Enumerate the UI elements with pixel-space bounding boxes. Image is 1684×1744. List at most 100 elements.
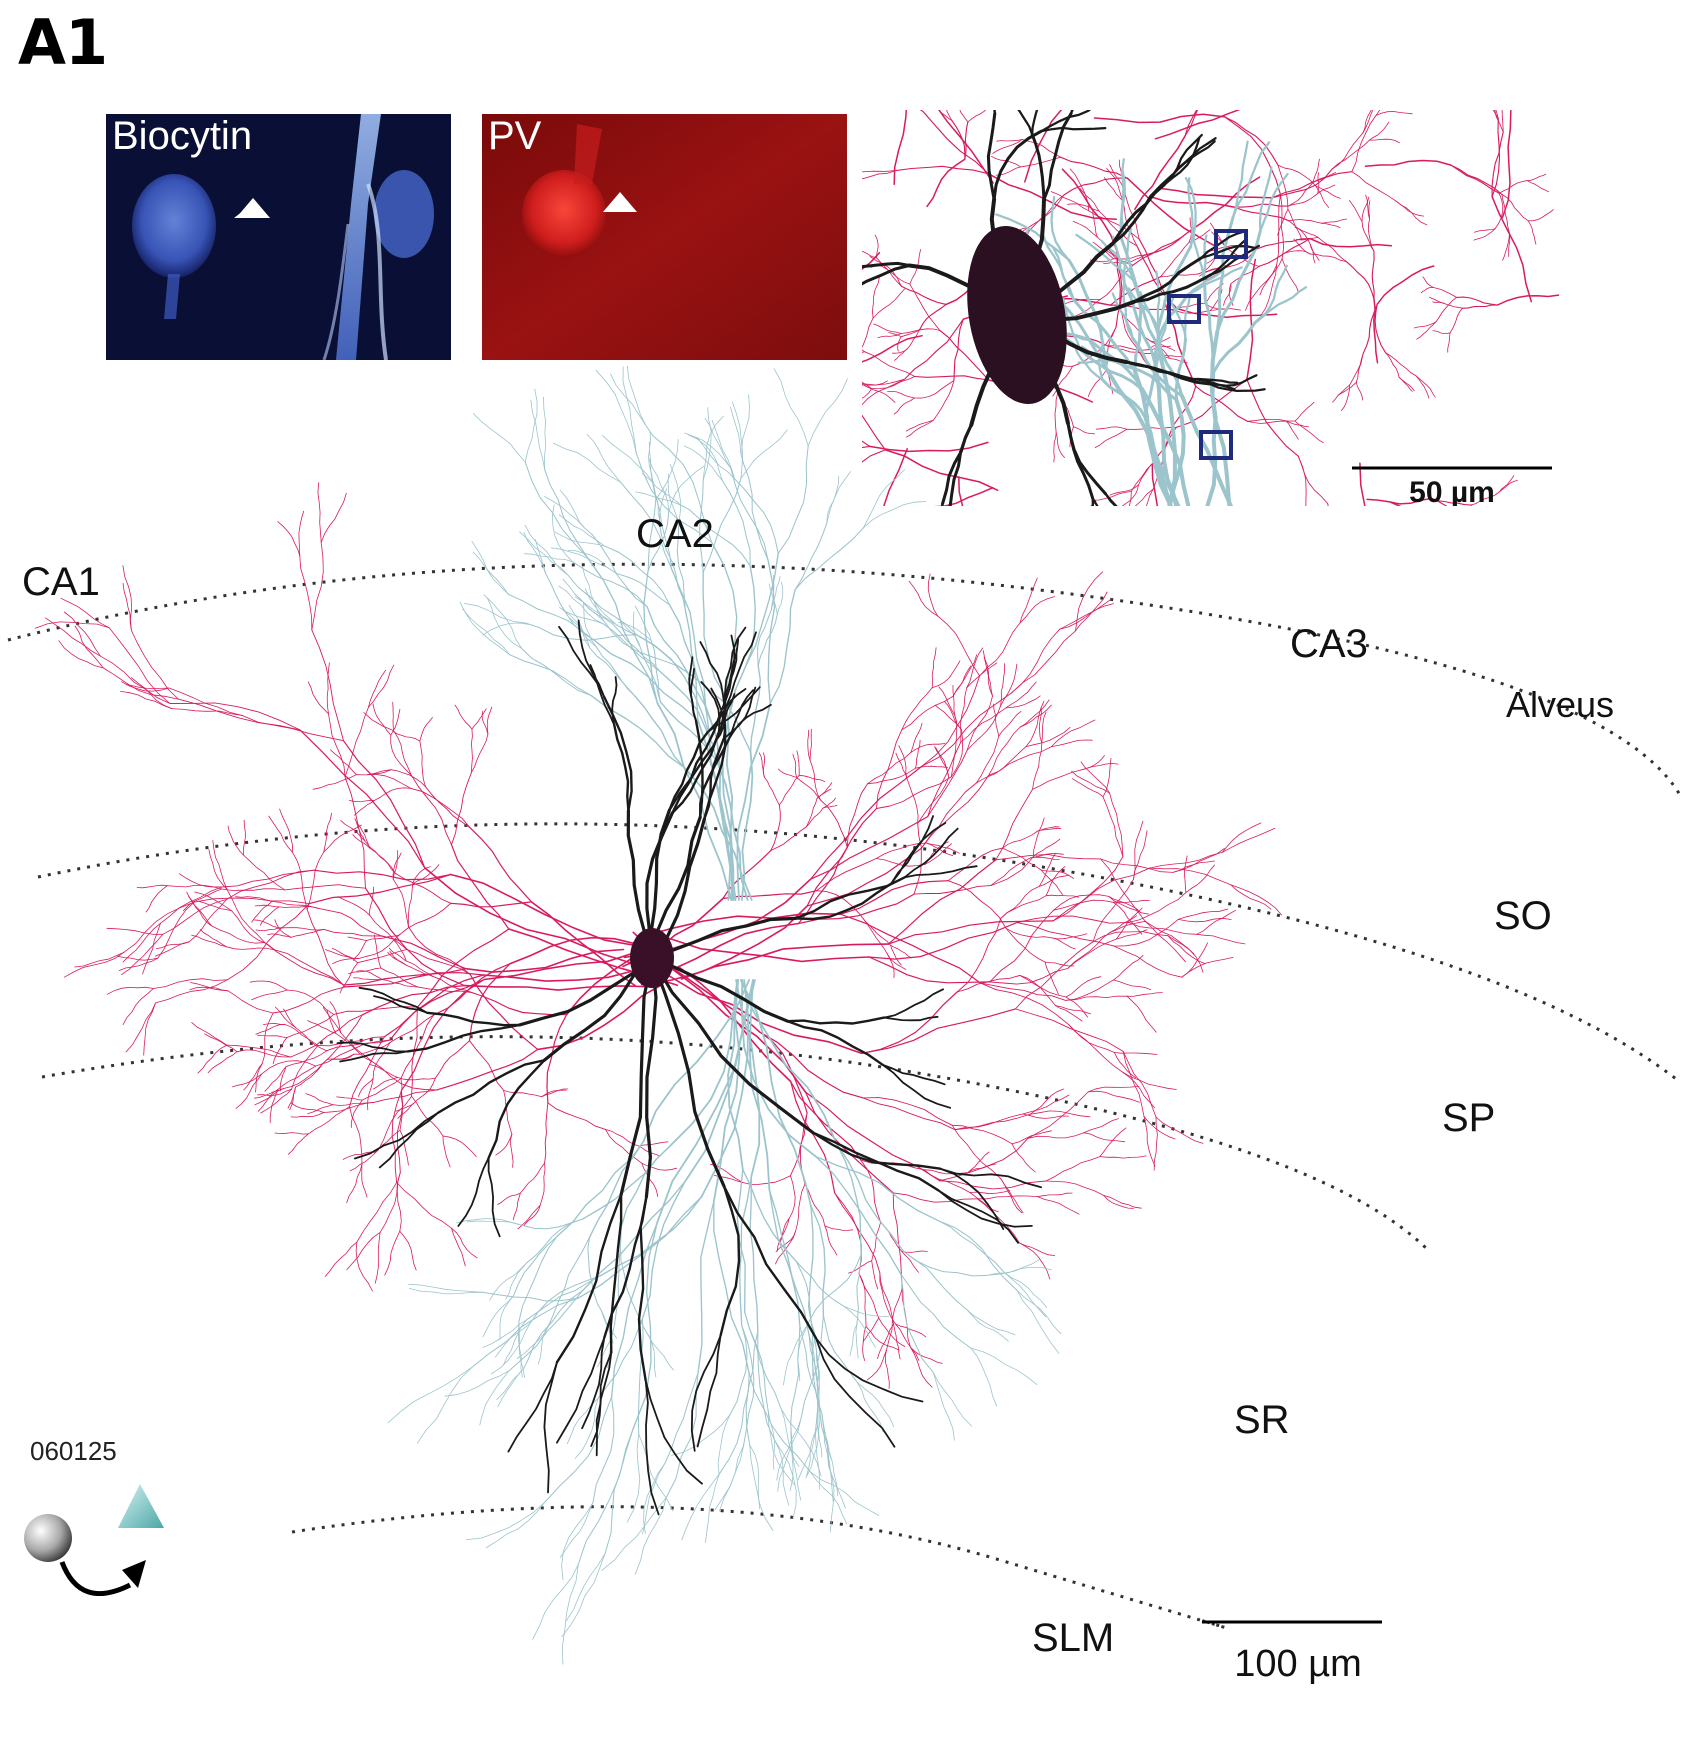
pyramidal-dendrite — [704, 417, 732, 469]
axon-branch — [344, 707, 369, 778]
pyramidal-dendrite-closeup — [1184, 176, 1197, 248]
axon-branch-closeup — [1367, 218, 1375, 252]
axon-branch — [877, 1323, 894, 1359]
axon-branch — [861, 991, 958, 1054]
axon-branch — [546, 1013, 568, 1104]
axon-branch — [1068, 1024, 1123, 1073]
interneuron-dendrite-closeup — [1017, 110, 1034, 136]
pyramidal-dendrite — [632, 1222, 658, 1430]
pyramidal-dendrite-closeup — [1205, 371, 1218, 506]
axon-branch — [796, 777, 822, 801]
axon-branch-closeup — [1061, 168, 1118, 252]
axon-branch-closeup — [1106, 326, 1117, 371]
axon-branch — [809, 728, 812, 761]
axon-branch — [762, 752, 765, 778]
axon-branch-closeup — [862, 170, 897, 173]
axon-branch — [407, 883, 414, 928]
axon-branch — [1033, 838, 1061, 857]
pyramidal-dendrite — [1016, 1289, 1060, 1354]
interneuron-dendrite — [358, 986, 428, 1014]
axon-branch — [432, 976, 483, 997]
axon-branch — [497, 1192, 521, 1205]
axon-branch-closeup — [864, 351, 916, 377]
pyramidal-dendrite — [610, 373, 654, 437]
pyramidal-dendrite — [583, 603, 598, 648]
axon-branch-closeup — [884, 449, 999, 491]
axon-branch — [1059, 603, 1114, 630]
axon-branch — [1230, 884, 1282, 916]
pyramidal-dendrite — [744, 1311, 782, 1410]
interneuron-dendrite-closeup — [986, 111, 997, 201]
axon-branch — [284, 1024, 319, 1046]
axon-branch — [481, 710, 489, 735]
pyramidal-dendrite — [797, 1322, 809, 1382]
interneuron-dendrite — [619, 956, 654, 1197]
axon-branch — [966, 705, 1001, 751]
axon-branch — [399, 1230, 417, 1271]
axon-branch-closeup — [1461, 304, 1499, 309]
axon-branch — [1000, 663, 1018, 707]
axon-branch-closeup — [895, 165, 989, 175]
pyramidal-dendrite — [730, 467, 769, 561]
pyramidal-dendrite-closeup — [1101, 378, 1148, 421]
axon-branch-closeup — [1095, 426, 1128, 430]
axon-branch — [1045, 866, 1066, 897]
axon-branch — [777, 768, 798, 778]
axon-branch — [1016, 915, 1129, 924]
axon-branch — [839, 880, 949, 915]
pyramidal-dendrite — [659, 701, 718, 762]
axon-branch — [1113, 979, 1152, 991]
axon-branch — [323, 928, 383, 937]
pyramidal-dendrite — [597, 1317, 644, 1399]
axon-branch — [392, 731, 421, 742]
pyramidal-dendrite — [642, 1463, 666, 1535]
pyramidal-dendrite-closeup — [995, 213, 1071, 262]
pyramidal-dendrite — [614, 1246, 621, 1325]
axon-branch — [419, 740, 426, 788]
axon-branch-closeup — [1364, 159, 1452, 167]
pyramidal-dendrite — [826, 475, 840, 524]
axon-branch-closeup — [1321, 218, 1348, 224]
pyramidal-dendrite — [518, 1235, 558, 1323]
axon-branch-closeup — [874, 234, 879, 259]
axon-branch — [947, 847, 1004, 882]
axon-branch — [887, 920, 1054, 945]
axon-branch — [641, 1162, 678, 1171]
interneuron-dendrite-closeup — [1124, 360, 1193, 381]
axon-branch — [264, 1066, 287, 1092]
interneuron-dendrite — [883, 988, 944, 1019]
axon-branch — [1022, 1094, 1070, 1115]
axon-branch-closeup — [953, 318, 964, 382]
axon-branch — [1126, 992, 1163, 997]
axon-branch — [1067, 932, 1111, 969]
axon-branch — [1000, 1178, 1023, 1214]
axon-branch — [357, 949, 408, 964]
axon-branch-closeup — [1355, 352, 1364, 383]
axon-branch-closeup — [1024, 110, 1063, 183]
axon-branch — [1108, 896, 1142, 914]
interneuron-dendrite — [373, 995, 428, 1014]
axon-branch-closeup — [1362, 110, 1372, 134]
axon-branch — [177, 698, 301, 731]
pyramidal-dendrite — [835, 1143, 905, 1253]
axon-branch-closeup — [958, 476, 964, 506]
axon-branch — [451, 772, 472, 846]
axon-branch — [349, 1106, 363, 1165]
axon-branch — [122, 922, 161, 963]
pyramidal-dendrite — [790, 1324, 801, 1424]
pyramidal-dendrite — [702, 407, 712, 480]
pyramidal-dendrite — [620, 481, 672, 569]
pyramidal-dendrite — [740, 429, 788, 479]
axon-branch-closeup — [1063, 177, 1128, 196]
pyramidal-dendrite — [648, 458, 670, 513]
axon-branch — [323, 812, 332, 853]
pyramidal-dendrite-closeup — [1131, 336, 1184, 398]
pyramidal-dendrite-closeup — [1231, 141, 1271, 219]
interneuron-dendrite — [577, 619, 606, 698]
axon-branch — [892, 1192, 978, 1203]
axon-branch — [226, 888, 266, 943]
axon-branch — [934, 704, 962, 731]
axon-branch — [775, 1231, 796, 1265]
axon-branch — [979, 622, 1021, 677]
axon-branch — [326, 1039, 391, 1052]
